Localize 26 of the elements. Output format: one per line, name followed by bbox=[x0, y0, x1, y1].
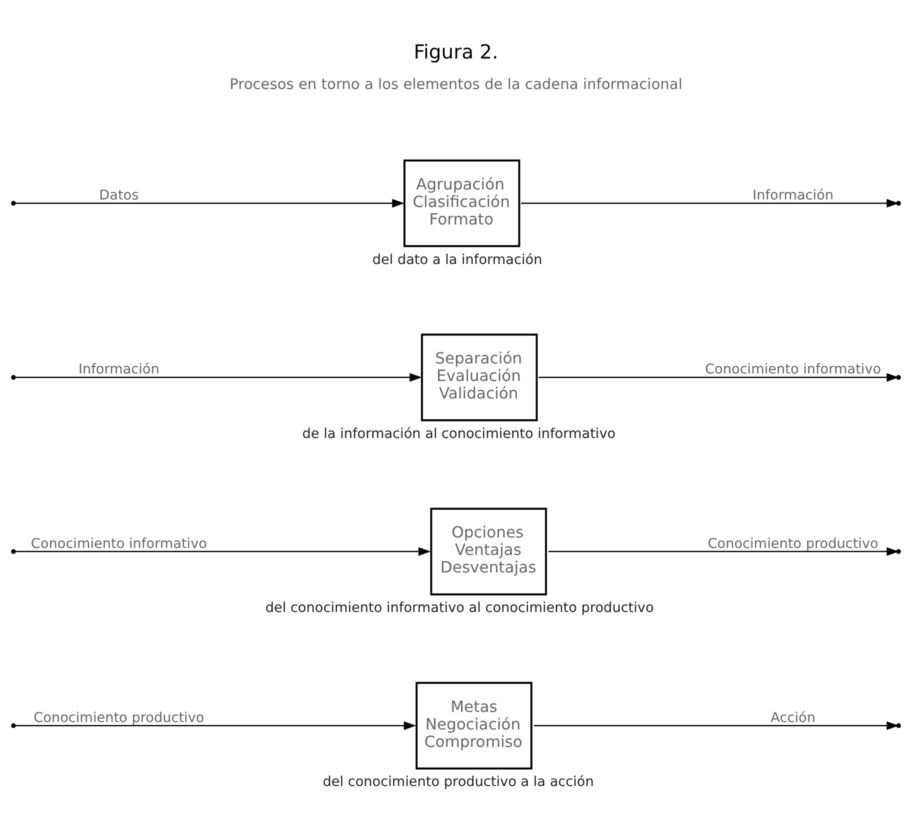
node-label: del conocimiento informativo al conocimiento productivo bbox=[265, 600, 654, 616]
arrow bbox=[521, 198, 899, 208]
node-box: Metas Negociación Compromiso bbox=[416, 681, 532, 769]
edge-label: Conocimiento informativo bbox=[705, 361, 882, 378]
node-box: Separación Evaluación Validación bbox=[420, 333, 538, 421]
arrow bbox=[548, 546, 899, 556]
edge-label: Conocimiento productivo bbox=[34, 709, 204, 726]
edge-label: Acción bbox=[770, 709, 816, 726]
node-box: Agrupación Clasificación Formato bbox=[403, 159, 520, 247]
diagram-title: Figura 2. bbox=[414, 40, 498, 63]
node-box: Opciones Ventajas Desventajas bbox=[430, 507, 547, 595]
edge-label: Información bbox=[752, 187, 834, 204]
label: Procesos en torno a los elementos de la cadena informacional bbox=[230, 75, 682, 92]
arrow bbox=[538, 372, 899, 382]
arrow bbox=[15, 372, 422, 382]
edge-label: Datos bbox=[99, 187, 139, 204]
arrow bbox=[15, 546, 431, 556]
node-label: del conocimiento productivo a la acción bbox=[322, 774, 594, 790]
arrow bbox=[15, 720, 416, 730]
node-label: del dato a la información bbox=[372, 251, 542, 268]
arrow bbox=[15, 198, 404, 208]
edge-label: Información bbox=[78, 361, 160, 378]
node-label: de la información al conocimiento informativo bbox=[302, 425, 616, 442]
edge-label: Conocimiento informativo bbox=[30, 535, 207, 552]
arrow bbox=[534, 720, 899, 730]
edge-label: Conocimiento productivo bbox=[708, 535, 878, 552]
